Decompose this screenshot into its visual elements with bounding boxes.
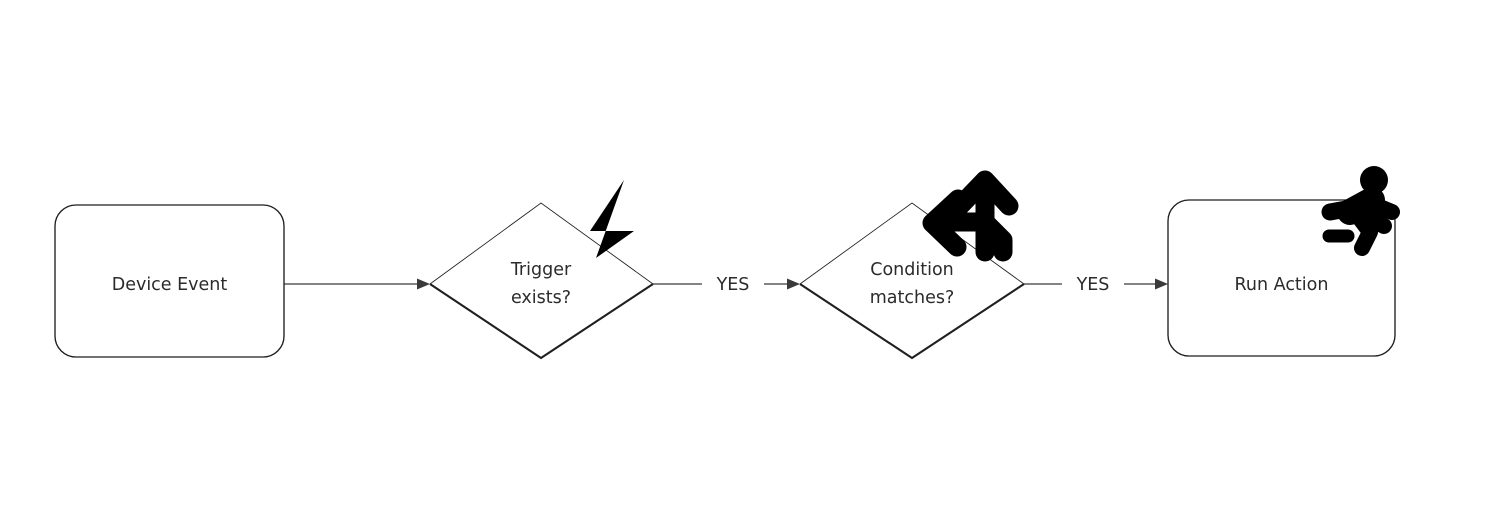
branch-arrow-icon bbox=[922, 170, 1019, 262]
trigger-label-line2: exists? bbox=[511, 288, 571, 308]
arrowhead-trigger-condition bbox=[787, 278, 800, 290]
node-condition-matches[interactable]: Condition matches? bbox=[799, 202, 1025, 360]
trigger-label-line1: Trigger bbox=[510, 260, 572, 280]
lightning-bolt-icon bbox=[590, 180, 634, 258]
trigger-diamond-top-edges bbox=[429, 202, 654, 285]
running-person-head bbox=[1360, 166, 1388, 194]
running-person-arm-back bbox=[1321, 199, 1361, 221]
condition-diamond-bottom-edges bbox=[799, 283, 1025, 360]
arrowhead-event-trigger bbox=[417, 278, 430, 290]
edge-condition-to-action: YES bbox=[1024, 275, 1168, 295]
condition-label-line1: Condition bbox=[870, 260, 954, 280]
device-event-box[interactable] bbox=[54, 204, 285, 358]
running-person-leg-front bbox=[1358, 207, 1392, 234]
arrowhead-condition-action bbox=[1155, 278, 1168, 290]
node-device-event[interactable]: Device Event bbox=[54, 204, 285, 358]
edge-event-to-trigger bbox=[284, 278, 430, 290]
device-event-label: Device Event bbox=[112, 275, 228, 295]
edge-label-yes-2: YES bbox=[1076, 275, 1110, 295]
trigger-diamond-bottom-edges bbox=[429, 283, 654, 360]
running-person-arm-front bbox=[1362, 195, 1400, 220]
run-action-label: Run Action bbox=[1235, 275, 1329, 295]
running-person-icon bbox=[1321, 166, 1400, 256]
edge-label-yes-1: YES bbox=[716, 275, 750, 295]
condition-label-line2: matches? bbox=[870, 288, 955, 308]
edge-trigger-to-condition: YES bbox=[653, 275, 800, 295]
node-trigger-exists[interactable]: Trigger exists? bbox=[429, 202, 654, 360]
